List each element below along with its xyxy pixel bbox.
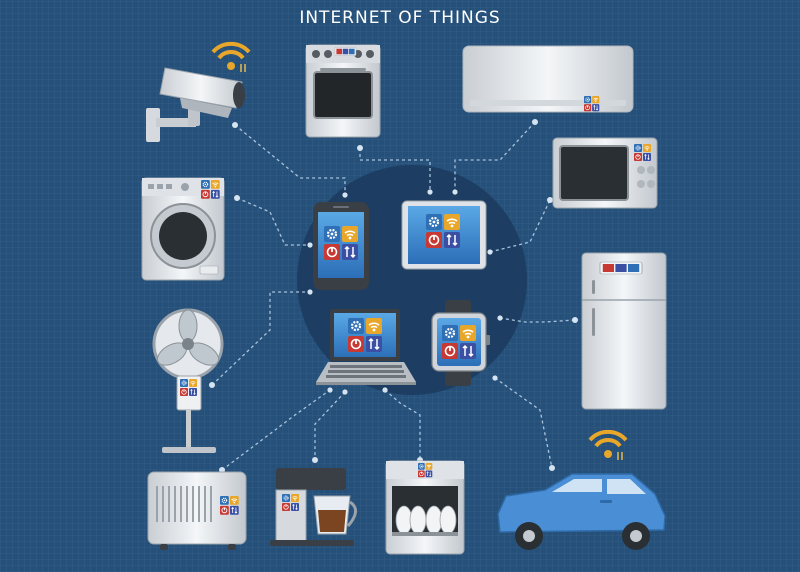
car-wifi-icon (588, 429, 628, 462)
laptop[interactable] (316, 309, 416, 385)
refrigerator[interactable] (581, 252, 667, 410)
tablet[interactable] (401, 200, 487, 270)
car[interactable] (497, 429, 666, 550)
dishwasher[interactable] (385, 460, 465, 555)
fridge-control-panel (599, 261, 643, 275)
page-title: INTERNET OF THINGS (299, 8, 501, 28)
smartwatch[interactable] (431, 300, 490, 386)
security-camera[interactable] (146, 41, 251, 142)
washing-machine[interactable] (141, 177, 225, 281)
camera-wifi-icon (211, 41, 251, 74)
smartphone[interactable] (313, 202, 369, 290)
oven-control-panel (334, 46, 357, 57)
electric-fan[interactable] (152, 308, 224, 453)
radiator-heater[interactable] (147, 471, 247, 550)
connection-lines (211, 121, 576, 471)
coffee-maker[interactable] (270, 468, 357, 546)
microwave[interactable] (552, 137, 658, 209)
air-conditioner[interactable] (462, 45, 634, 113)
oven[interactable] (305, 44, 381, 138)
